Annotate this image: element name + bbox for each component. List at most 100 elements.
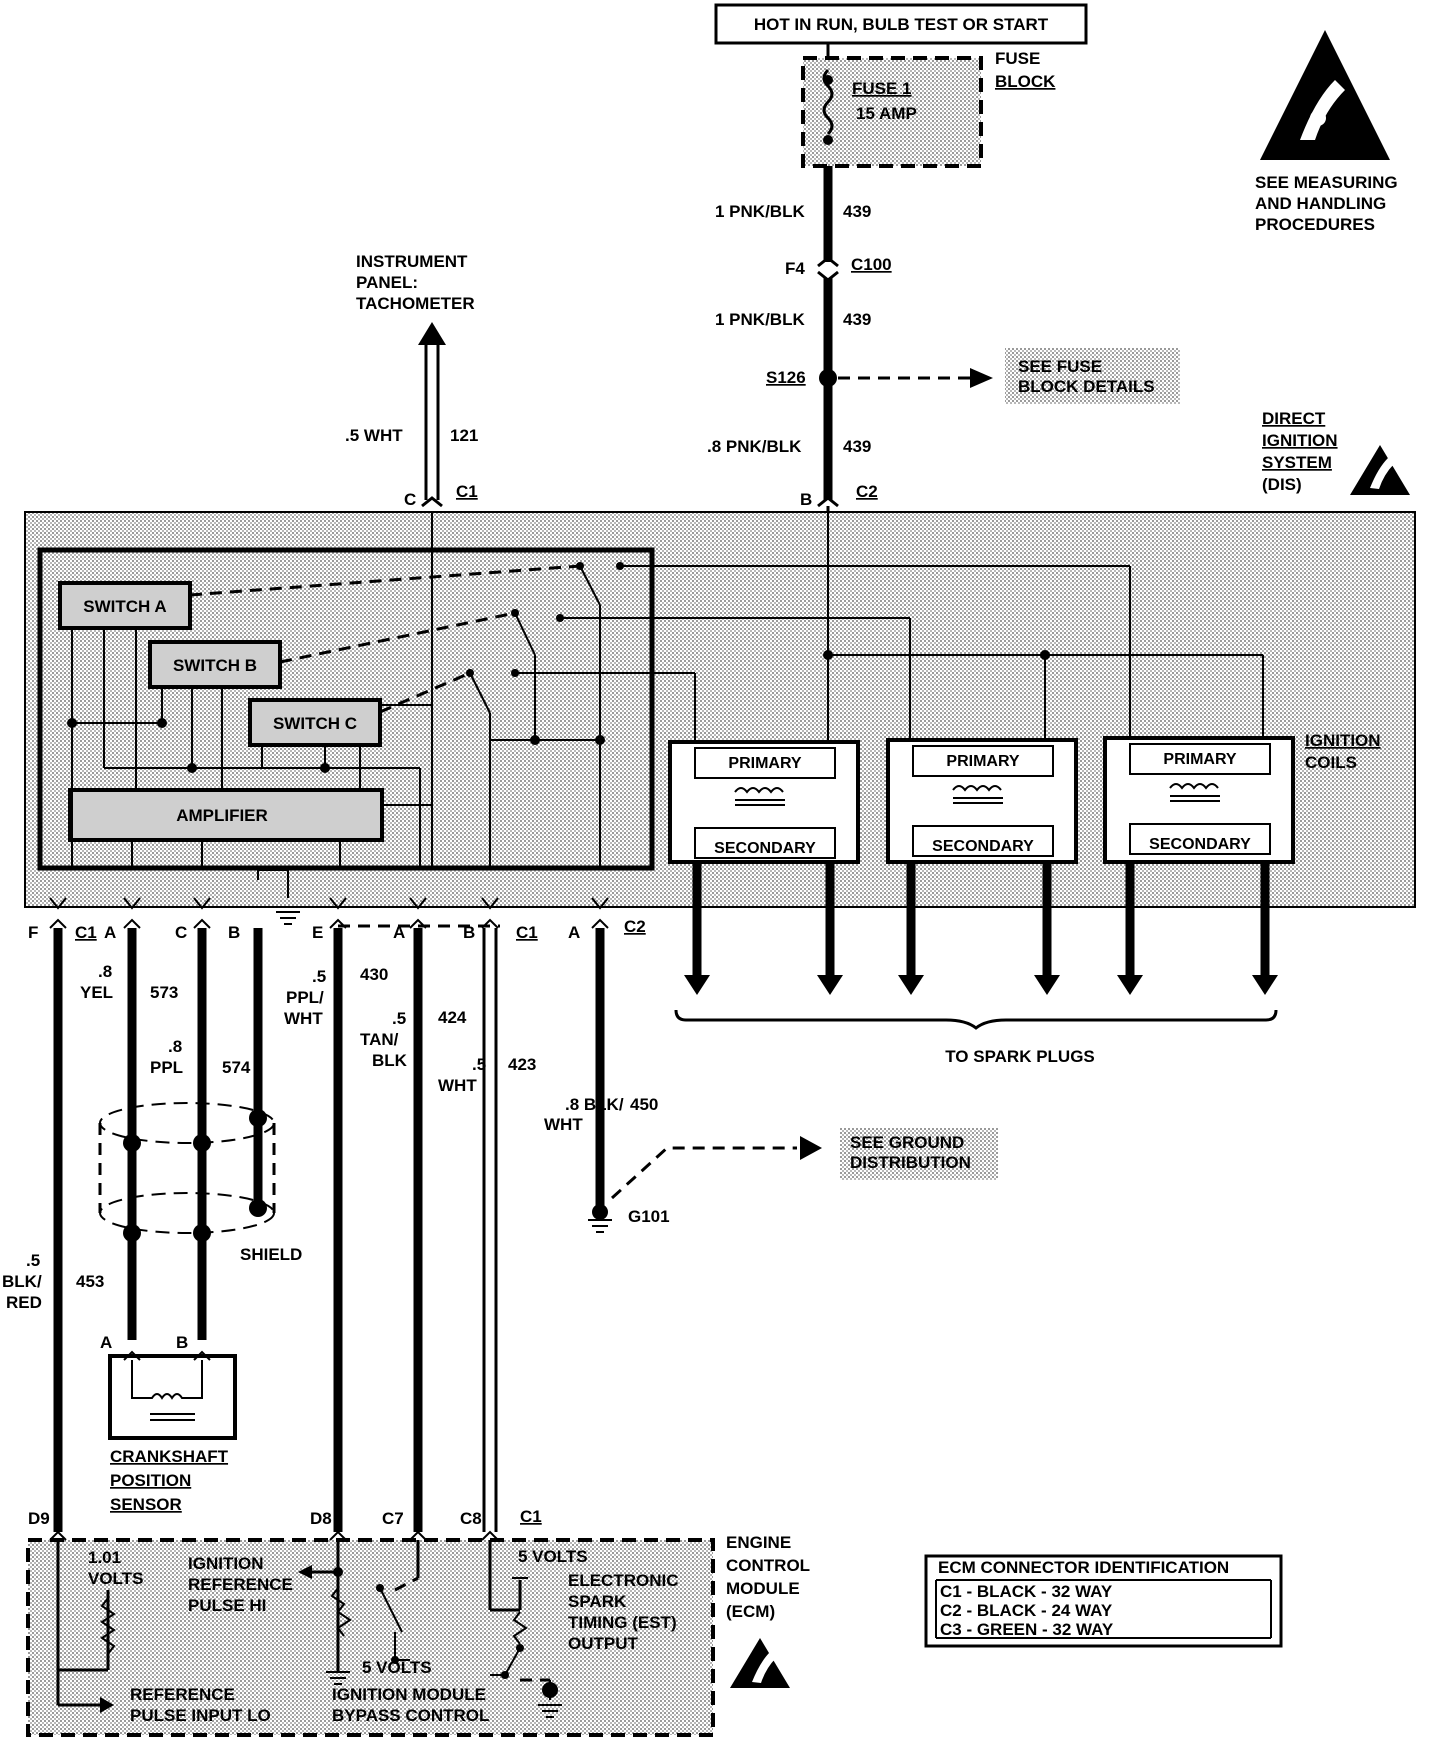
switch-c — [248, 698, 382, 747]
ecm-pin-d8: D8 — [310, 1509, 332, 1528]
fuse-block-label-2: BLOCK — [995, 72, 1056, 91]
dis-esd-icon — [1350, 445, 1410, 495]
ignition-coil-3: PRIMARY SECONDARY — [1103, 736, 1295, 864]
ecm-est-1: ELECTRONIC — [568, 1571, 679, 1590]
cable-shield — [98, 1102, 276, 1242]
pin-b: B — [228, 923, 240, 942]
switch-c-label: SWITCH C — [273, 714, 357, 733]
ecm-v101-1: 1.01 — [88, 1548, 121, 1567]
ecm-label-3: MODULE — [726, 1579, 800, 1598]
spark-plug-leads — [674, 862, 1278, 1030]
ecm-ref-hi-1: IGNITION — [188, 1554, 264, 1573]
ignition-coil-1: PRIMARY SECONDARY — [668, 740, 860, 864]
feed-seg1-circuit: 439 — [843, 202, 871, 221]
ignition-coil-2: PRIMARY SECONDARY — [886, 738, 1078, 864]
ground-id: G101 — [628, 1207, 670, 1226]
splice-ref-2: BLOCK DETAILS — [1018, 377, 1155, 396]
splice-id: S126 — [766, 368, 806, 387]
dis-bottom-connector-chevrons — [49, 869, 609, 929]
ecm-ref-hi-3: PULSE HI — [188, 1596, 266, 1615]
feed-seg3-circuit: 439 — [843, 437, 871, 456]
feed-seg3-gauge: .8 PNK/BLK — [707, 437, 802, 456]
ignition-coils-label-1: IGNITION — [1305, 731, 1381, 750]
sensor-label-1: CRANKSHAFT — [110, 1447, 229, 1466]
ecm-v101-2: VOLTS — [88, 1569, 143, 1588]
w573-g2: YEL — [80, 983, 113, 1002]
ecm-id-row-1: C1 - BLACK - 32 WAY — [940, 1582, 1113, 1601]
w573-circuit: 573 — [150, 983, 178, 1002]
tach-dest-2: PANEL: — [356, 273, 418, 292]
switch-a — [58, 581, 192, 630]
ecm-pin-c7: C7 — [382, 1509, 404, 1528]
ecm-ref-hi-2: REFERENCE — [188, 1575, 293, 1594]
tach-dest-3: TACHOMETER — [356, 294, 475, 313]
ecm-bypass-2: BYPASS CONTROL — [332, 1706, 489, 1725]
w423-g2: WHT — [438, 1076, 477, 1095]
esd-note-2: AND HANDLING — [1255, 194, 1386, 213]
tach-circuit: 121 — [450, 426, 478, 445]
ecm-5v-a: 5 VOLTS — [518, 1547, 588, 1566]
ecm-module — [26, 1538, 715, 1737]
ecm-label-1: ENGINE — [726, 1533, 791, 1552]
w574-g1: .8 — [168, 1037, 182, 1056]
esd-note-1: SEE MEASURING — [1255, 173, 1398, 192]
switch-a-label: SWITCH A — [83, 597, 166, 616]
w424-g2: TAN/ — [360, 1030, 399, 1049]
pin-a2: A — [393, 923, 405, 942]
ground-ref-1: SEE GROUND — [850, 1133, 964, 1152]
power-source-label: HOT IN RUN, BULB TEST OR START — [754, 15, 1049, 34]
amplifier — [68, 788, 384, 842]
w574-circuit: 574 — [222, 1058, 251, 1077]
splice-ref-1: SEE FUSE — [1018, 357, 1102, 376]
fuse-rating: 15 AMP — [856, 104, 917, 123]
coil-feed-bus — [660, 512, 1264, 740]
conn-c1-left: C1 — [75, 923, 97, 942]
crankshaft-position-sensor — [108, 1350, 237, 1440]
feed-seg1-gauge: 1 PNK/BLK — [715, 202, 805, 221]
switch-b — [148, 640, 282, 689]
ecm-id-row-2: C2 - BLACK - 24 WAY — [940, 1601, 1113, 1620]
w450-g2: WHT — [544, 1115, 583, 1134]
tach-connector: C1 — [456, 482, 478, 501]
pin-c: C — [175, 923, 187, 942]
feed-connector-pin: F4 — [785, 259, 805, 278]
sensor-pin-b: B — [176, 1333, 188, 1352]
tach-gauge: .5 WHT — [345, 426, 403, 445]
w424-g3: BLK — [372, 1051, 408, 1070]
pin-e: E — [312, 923, 323, 942]
conn-c1-right: C1 — [516, 923, 538, 942]
w453-circuit: 453 — [76, 1272, 104, 1291]
pin-a: A — [104, 923, 116, 942]
ecm-5v-b: 5 VOLTS — [362, 1658, 432, 1677]
control-module-internal-wiring — [67, 512, 660, 868]
coil3-primary: PRIMARY — [1163, 751, 1237, 768]
ignition-control-module — [37, 547, 655, 871]
wire-574 — [197, 928, 263, 1340]
amplifier-label: AMPLIFIER — [176, 806, 268, 825]
pin-b2: B — [463, 923, 475, 942]
shield-label: SHIELD — [240, 1245, 302, 1264]
feed-seg2-circuit: 439 — [843, 310, 871, 329]
tach-dest-1: INSTRUMENT — [356, 252, 468, 271]
coil2-primary: PRIMARY — [946, 753, 1020, 770]
w430-g1: .5 — [312, 967, 326, 986]
to-spark-plugs: TO SPARK PLUGS — [945, 1047, 1095, 1066]
feed-wire-439 — [817, 166, 839, 512]
ecm-id-row-3: C3 - GREEN - 32 WAY — [940, 1620, 1114, 1639]
w430-g3: WHT — [284, 1009, 323, 1028]
ecm-ref-lo-1: REFERENCE — [130, 1685, 235, 1704]
coil1-primary: PRIMARY — [728, 755, 802, 772]
w450-g1: .8 BLK/ — [565, 1095, 624, 1114]
power-source: HOT IN RUN, BULB TEST OR START — [714, 3, 1088, 45]
ecm-est-4: OUTPUT — [568, 1634, 639, 1653]
ecm-id-title: ECM CONNECTOR IDENTIFICATION — [938, 1558, 1229, 1577]
feed-seg2-gauge: 1 PNK/BLK — [715, 310, 805, 329]
w573-g1: .8 — [98, 962, 112, 981]
fuse-block-label-1: FUSE — [995, 49, 1040, 68]
fuse-block: FUSE 1 15 AMP FUSE BLOCK — [801, 43, 1056, 168]
conn-c2-bottom: C2 — [624, 917, 646, 936]
esd-note-3: PROCEDURES — [1255, 215, 1375, 234]
w424-circuit: 424 — [438, 1008, 467, 1027]
pin-f: F — [28, 923, 38, 942]
